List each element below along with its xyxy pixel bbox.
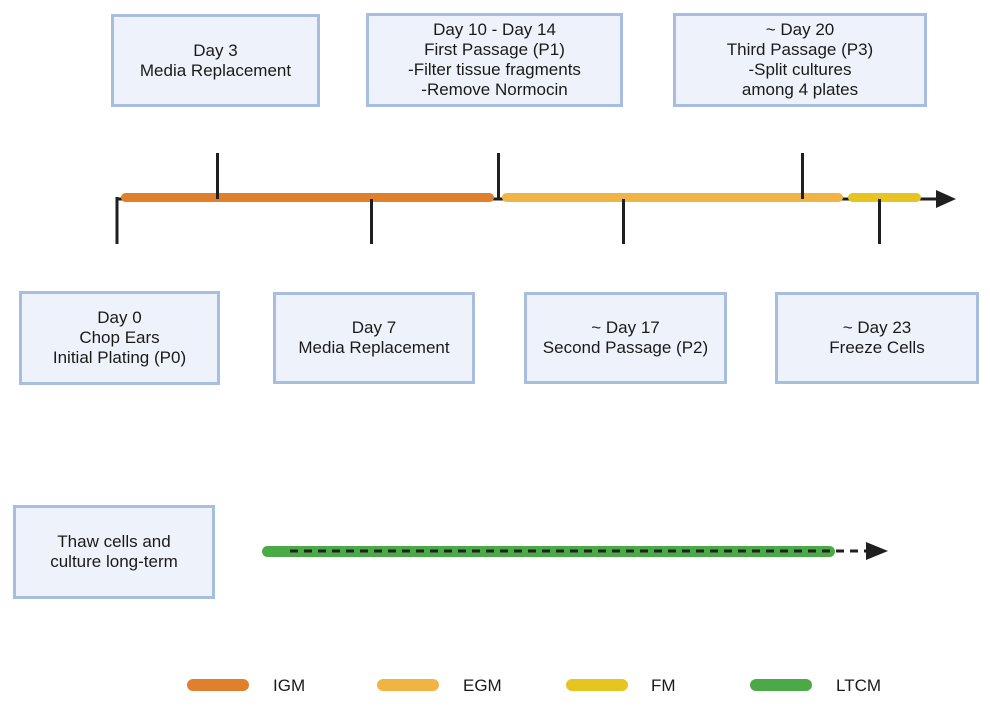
event-box-day-10-14: Day 10 - Day 14 First Passage (P1) -Filt… xyxy=(366,13,623,107)
event-line: Third Passage (P3) xyxy=(726,40,874,59)
event-line: Day 10 - Day 14 xyxy=(433,20,556,39)
legend-label-igm: IGM xyxy=(273,676,306,695)
event-line: Freeze Cells xyxy=(829,338,925,357)
event-box-day-3: Day 3 Media Replacement xyxy=(111,14,320,107)
event-line: -Filter tissue fragments xyxy=(408,60,581,79)
tick-day-23 xyxy=(878,199,881,244)
event-line: Day 0 xyxy=(97,308,142,327)
event-line: -Split cultures xyxy=(748,60,852,79)
event-box-day-17: ~ Day 17 Second Passage (P2) xyxy=(524,292,727,384)
fm-media-bar xyxy=(848,193,921,202)
legend-label-egm: EGM xyxy=(463,676,502,695)
tick-day-10-14 xyxy=(497,153,500,199)
event-line: Day 7 xyxy=(351,318,397,337)
event-line: Thaw cells and xyxy=(57,532,171,551)
igm-media-bar xyxy=(121,193,494,202)
event-line: Media Replacement xyxy=(139,60,292,80)
event-box-day-0: Day 0 Chop Ears Initial Plating (P0) xyxy=(19,291,220,385)
legend-label-fm: FM xyxy=(651,676,676,695)
event-line: Second Passage (P2) xyxy=(542,338,709,357)
egm-media-bar xyxy=(502,193,843,202)
event-line: ~ Day 23 xyxy=(842,318,912,337)
legend-swatch-fm xyxy=(566,679,628,691)
event-box-day-20: ~ Day 20 Third Passage (P3) -Split cultu… xyxy=(673,13,927,107)
tick-day-3 xyxy=(216,153,219,199)
event-line: -Remove Normocin xyxy=(421,80,568,99)
event-line: ~ Day 17 xyxy=(591,318,660,337)
legend-swatch-igm xyxy=(187,679,249,691)
event-line: First Passage (P1) xyxy=(424,40,565,59)
event-line: Day 3 xyxy=(193,40,238,60)
legend-label-ltcm: LTCM xyxy=(836,676,882,695)
event-box-day-7: Day 7 Media Replacement xyxy=(273,292,475,384)
legend-swatch-ltcm xyxy=(750,679,812,691)
event-line: ~ Day 20 xyxy=(765,20,835,39)
long-term-arrowhead xyxy=(866,542,888,560)
event-line: Initial Plating (P0) xyxy=(52,348,187,367)
event-box-day-23: ~ Day 23 Freeze Cells xyxy=(775,292,979,384)
event-box-long-term: Thaw cells and culture long-term xyxy=(13,505,215,599)
event-line: Media Replacement xyxy=(298,338,450,357)
tick-day-17 xyxy=(622,199,625,244)
axis-arrowhead xyxy=(936,190,956,208)
legend-swatch-egm xyxy=(377,679,439,691)
tick-day-20 xyxy=(801,153,804,199)
tick-day-7 xyxy=(370,199,373,244)
event-line: culture long-term xyxy=(50,552,178,571)
event-line: among 4 plates xyxy=(741,80,859,99)
event-line: Chop Ears xyxy=(79,328,160,347)
